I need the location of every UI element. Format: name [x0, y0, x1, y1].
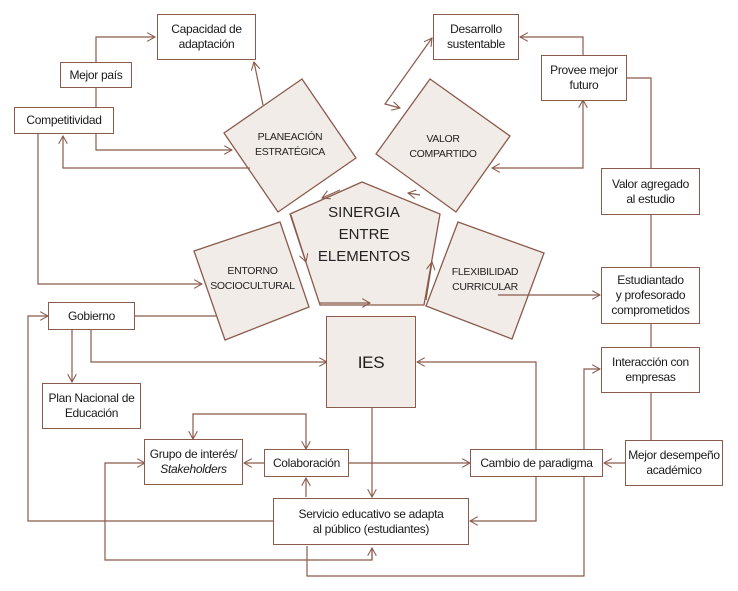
- synergy-label: SINERGIA ENTRE ELEMENTOS: [300, 200, 428, 270]
- competitividad-box: Competitividad: [14, 107, 114, 134]
- servicio-line1: Servicio educativo se adapta: [298, 506, 444, 521]
- valor-line1: VALOR: [426, 133, 460, 145]
- provee-box: Provee mejor futuro: [541, 55, 627, 101]
- colaboracion-box: Colaboración: [264, 449, 349, 477]
- interaccion-line1: Interacción con: [612, 355, 689, 369]
- valor-agregado-box: Valor agregado al estudio: [601, 168, 700, 215]
- capacidad-line1: Capacidad de: [171, 22, 242, 36]
- mejor-desempeno-box: Mejor desempeño académico: [625, 440, 723, 486]
- flexibilidad-line2: CURRICULAR: [452, 281, 518, 293]
- desarrollo-line2: sustentable: [446, 37, 506, 51]
- estudiantado-box: Estudiantado y profesorado comprometidos: [601, 267, 700, 324]
- estudiantado-line3: comprometidos: [611, 303, 690, 317]
- plan-nacional-box: Plan Nacional de Educación: [42, 383, 141, 429]
- mejor-pais-label: Mejor país: [69, 67, 123, 82]
- servicio-line2: al público (estudiantes): [312, 521, 430, 536]
- entorno-square: [193, 221, 310, 341]
- ies-label: IES: [357, 352, 385, 372]
- mejor-pais-box: Mejor país: [60, 62, 132, 88]
- valor-agregado-line1: Valor agregado: [612, 176, 689, 191]
- plan-nacional-line2: Educación: [64, 406, 119, 420]
- interaccion-line2: empresas: [625, 370, 676, 384]
- mejor-desempeno-line2: académico: [646, 463, 702, 477]
- provee-line2: futuro: [569, 78, 599, 92]
- estudiantado-line1: Estudiantado: [617, 273, 684, 287]
- flexibilidad-line1: FLEXIBILIDAD: [451, 266, 519, 278]
- valor-label: VALOR COMPARTIDO: [393, 130, 493, 164]
- synergy-pentagon: [289, 181, 441, 306]
- planeacion-label: PLANEACIÓN ESTRATÉGICA: [240, 128, 340, 162]
- capacidad-box: Capacidad de adaptación: [157, 14, 256, 60]
- synergy-label-line3: ELEMENTOS: [317, 248, 411, 265]
- entorno-label: ENTORNO SOCIOCULTURAL: [200, 262, 305, 296]
- capacidad-line2: adaptación: [178, 37, 235, 51]
- ies-box: IES: [326, 316, 416, 408]
- synergy-label-line1: SINERGIA: [328, 204, 400, 221]
- cambio-box: Cambio de paradigma: [470, 449, 603, 477]
- servicio-box: Servicio educativo se adapta al público …: [273, 498, 469, 545]
- valor-agregado-line2: al estudio: [626, 191, 675, 206]
- planeacion-line1: PLANEACIÓN: [257, 131, 323, 143]
- entorno-line2: SOCIOCULTURAL: [210, 280, 295, 292]
- grupo-interes-line2: Stakeholders: [160, 462, 227, 476]
- entorno-line1: ENTORNO: [227, 265, 278, 277]
- gobierno-box: Gobierno: [48, 302, 135, 330]
- grupo-interes-line1: Grupo de interés/: [149, 447, 238, 461]
- flexibilidad-label: FLEXIBILIDAD CURRICULAR: [435, 263, 535, 297]
- desarrollo-line1: Desarrollo: [450, 22, 502, 36]
- desarrollo-box: Desarrollo sustentable: [433, 14, 519, 60]
- plan-nacional-line1: Plan Nacional de: [48, 391, 135, 405]
- synergy-label-line2: ENTRE: [338, 226, 390, 243]
- colaboracion-label: Colaboración: [272, 455, 341, 470]
- competitividad-label: Competitividad: [26, 113, 102, 127]
- flexibilidad-square: [425, 221, 545, 340]
- planeacion-line2: ESTRATÉGICA: [254, 146, 325, 158]
- interaccion-box: Interacción con empresas: [601, 347, 700, 393]
- mejor-desempeno-line1: Mejor desempeño: [628, 448, 720, 462]
- connector-lines: [27, 37, 652, 577]
- inner-flow-arrows: [290, 190, 432, 303]
- gobierno-label: Gobierno: [68, 308, 115, 323]
- provee-line1: Provee mejor: [550, 63, 618, 77]
- grupo-interes-box: Grupo de interés/ Stakeholders: [144, 439, 243, 485]
- valor-line2: COMPARTIDO: [409, 148, 477, 160]
- estudiantado-line2: y profesorado: [615, 288, 686, 302]
- cambio-label: Cambio de paradigma: [480, 455, 593, 470]
- planeacion-square: [223, 78, 357, 213]
